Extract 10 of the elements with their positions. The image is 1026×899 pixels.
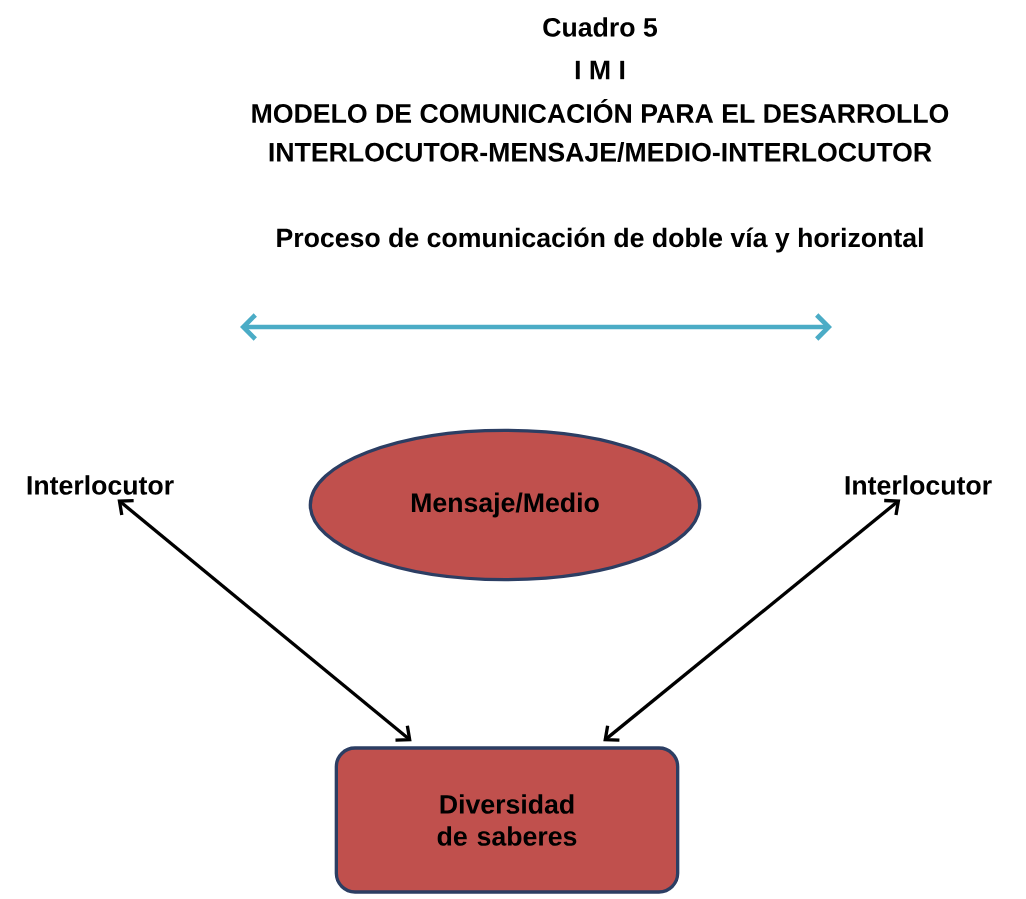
title: Cuadro 5 (543, 17, 658, 37)
participant-label: Interlocutor (27, 475, 174, 495)
participant-label: Interlocutor (845, 475, 992, 495)
process-box: Diversidad de saberes (334, 746, 680, 894)
subtitle: INTERLOCUTOR-MENSAJE/MEDIO-INTERLOCUTOR (269, 142, 932, 162)
subtitle: MODELO DE COMUNICACIÓN PARA EL DESARROLLO (252, 99, 949, 123)
caption-text: Proceso de comunicación de doble vía y horizontal (277, 227, 923, 253)
arrow (603, 498, 901, 742)
subtitle: I M I (575, 60, 625, 80)
arrow (117, 498, 412, 742)
